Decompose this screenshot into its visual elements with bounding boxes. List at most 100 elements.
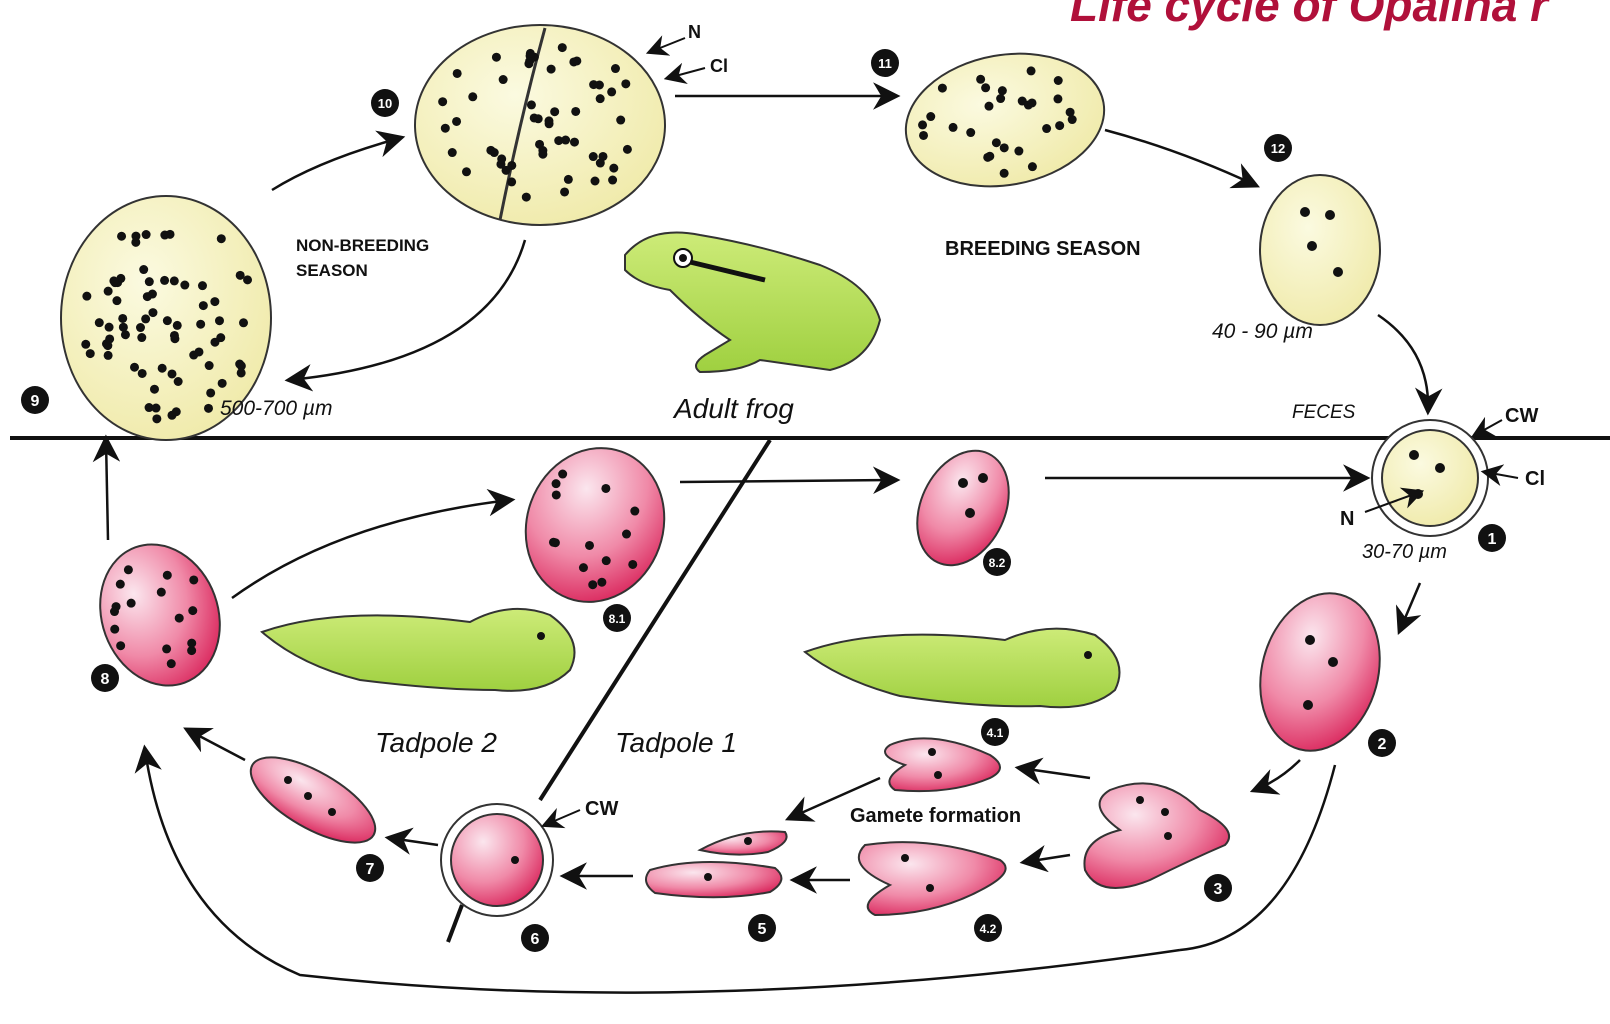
label-tadpole-2: Tadpole 2 <box>375 727 497 758</box>
stage-7-cell <box>238 741 387 859</box>
nucleus-dot <box>218 379 227 388</box>
badge-stage-9: 9 <box>21 386 49 414</box>
stage-11-cell <box>895 39 1115 202</box>
label-non-breeding: NON-BREEDING <box>296 236 429 255</box>
nucleus-dot <box>105 323 114 332</box>
nucleus-dot <box>468 92 477 101</box>
nucleus-dot <box>81 340 90 349</box>
nucleus-dot <box>966 128 975 137</box>
nucleus-dot <box>188 606 197 615</box>
badge-stage-2: 2 <box>1368 729 1396 757</box>
nucleus-dot <box>167 659 176 668</box>
nucleus-dot <box>1066 108 1075 117</box>
nucleus-dot <box>547 65 556 74</box>
badge-stage-5: 5 <box>748 914 776 942</box>
nucleus-dot <box>981 83 990 92</box>
nucleus-dot <box>976 75 985 84</box>
nucleus-dot <box>145 277 154 286</box>
nucleus-dot <box>497 154 506 163</box>
svg-text:6: 6 <box>531 931 540 948</box>
nucleus-dot <box>116 641 125 650</box>
nucleus-dot <box>1000 169 1009 178</box>
nucleus-dot <box>560 187 569 196</box>
tadpole-1-illustration <box>805 629 1120 708</box>
badge-stage-7: 7 <box>356 854 384 882</box>
nucleus-dot <box>551 538 560 547</box>
nucleus-dot <box>534 114 543 123</box>
label-non-breeding-season: SEASON <box>296 261 368 280</box>
nucleus-dot <box>150 385 159 394</box>
cycle-arrows <box>106 96 1428 993</box>
nucleus-dot <box>139 265 148 274</box>
badge-stage-1: 1 <box>1478 524 1506 552</box>
stage-3-cell <box>1084 783 1229 888</box>
stage-6-zygote <box>441 804 553 916</box>
nucleus-dot <box>585 541 594 550</box>
nucleus-dot <box>1000 143 1009 152</box>
svg-text:10: 10 <box>378 96 392 111</box>
badge-stage-8: 8 <box>91 664 119 692</box>
nucleus-dot <box>137 333 146 342</box>
badge-stage-8-2: 8.2 <box>983 548 1011 576</box>
nucleus-dot <box>119 323 128 332</box>
svg-text:7: 7 <box>366 861 375 878</box>
nucleus-dot <box>597 578 606 587</box>
nucleus-dot <box>110 625 119 634</box>
nucleus-dot <box>590 177 599 186</box>
nucleus-dot <box>157 588 166 597</box>
svg-text:4.1: 4.1 <box>987 726 1004 740</box>
nucleus-dot <box>116 580 125 589</box>
nucleus-dot <box>130 363 139 372</box>
nucleus-dot <box>180 281 189 290</box>
nucleus-dot <box>117 232 126 241</box>
badge-stage-6: 6 <box>521 924 549 952</box>
nucleus-dot <box>196 320 205 329</box>
label-n-top: N <box>688 22 701 42</box>
nucleus-dot <box>918 120 927 129</box>
nucleus-dot <box>170 331 179 340</box>
stage-8-1-cell <box>504 428 685 621</box>
nucleus-dot <box>998 86 1007 95</box>
label-adult-frog: Adult frog <box>672 393 794 424</box>
stage-5-cell <box>646 831 787 897</box>
nucleus-dot <box>622 530 631 539</box>
nucleus-dot <box>623 145 632 154</box>
nucleus-dot <box>926 112 935 121</box>
nucleus-dot <box>138 369 147 378</box>
nucleus-dot <box>524 59 533 68</box>
nucleus-dot <box>104 351 113 360</box>
badge-stage-8-1: 8.1 <box>603 604 631 632</box>
stage-4-1-cell <box>885 738 1000 791</box>
nucleus-dot <box>109 276 118 285</box>
nucleus-dot <box>558 470 567 479</box>
nucleus-dot <box>160 231 169 240</box>
nucleus-dot <box>118 314 127 323</box>
nucleus-dot <box>142 230 151 239</box>
stage-10-cell <box>415 25 665 225</box>
nucleus-dot <box>163 316 172 325</box>
svg-text:9: 9 <box>31 393 40 410</box>
nucleus-dot <box>441 124 450 133</box>
nucleus-dot <box>984 102 993 111</box>
nucleus-dot <box>131 232 140 241</box>
nucleus-dot <box>569 57 578 66</box>
svg-text:8: 8 <box>101 671 110 688</box>
nucleus-dot <box>1055 121 1064 130</box>
stage-badges: 1 2 3 4.1 4.2 5 6 7 8 8.1 8.2 9 10 11 12 <box>21 49 1506 952</box>
label-cw-zygote: CW <box>585 798 618 820</box>
nucleus-dot <box>550 107 559 116</box>
nucleus-dot <box>136 323 145 332</box>
label-size-cyst: 30-70 µm <box>1362 541 1447 563</box>
label-cl-top: Cl <box>710 56 728 76</box>
tadpole-2-illustration <box>262 609 575 691</box>
nucleus-dot <box>448 148 457 157</box>
nucleus-dot <box>552 479 561 488</box>
nucleus-dot <box>1042 124 1051 133</box>
nucleus-dot <box>992 138 1001 147</box>
nucleus-dot <box>1027 66 1036 75</box>
nucleus-dot <box>204 404 213 413</box>
nucleus-dot <box>1053 94 1062 103</box>
nucleus-dot <box>579 563 588 572</box>
nucleus-dot <box>163 571 172 580</box>
